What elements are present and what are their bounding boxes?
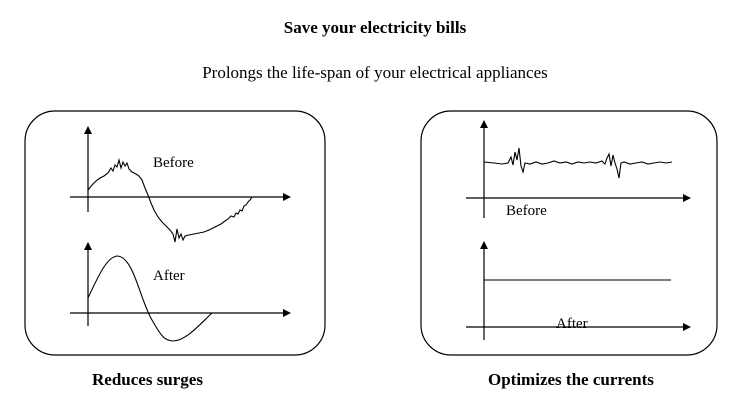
- left-panel-caption: Reduces surges: [92, 370, 203, 389]
- right-after-label: After: [556, 316, 588, 332]
- left-after-sine-wave: [87, 255, 213, 342]
- left-before-label: Before: [153, 155, 194, 171]
- left-panel: Before After: [24, 110, 326, 356]
- right-before-waveform: [483, 147, 673, 179]
- right-before-label: Before: [506, 203, 547, 219]
- left-panel-frame: [24, 110, 326, 356]
- right-panel: Before After: [420, 110, 718, 356]
- left-after-label: After: [153, 268, 185, 284]
- left-before-waveform: [87, 157, 253, 243]
- right-panel-frame: [420, 110, 718, 356]
- diagram-subtitle: Prolongs the life-span of your electrica…: [202, 63, 548, 82]
- right-panel-caption: Optimizes the currents: [488, 370, 654, 389]
- diagram-title: Save your electricity bills: [283, 18, 467, 37]
